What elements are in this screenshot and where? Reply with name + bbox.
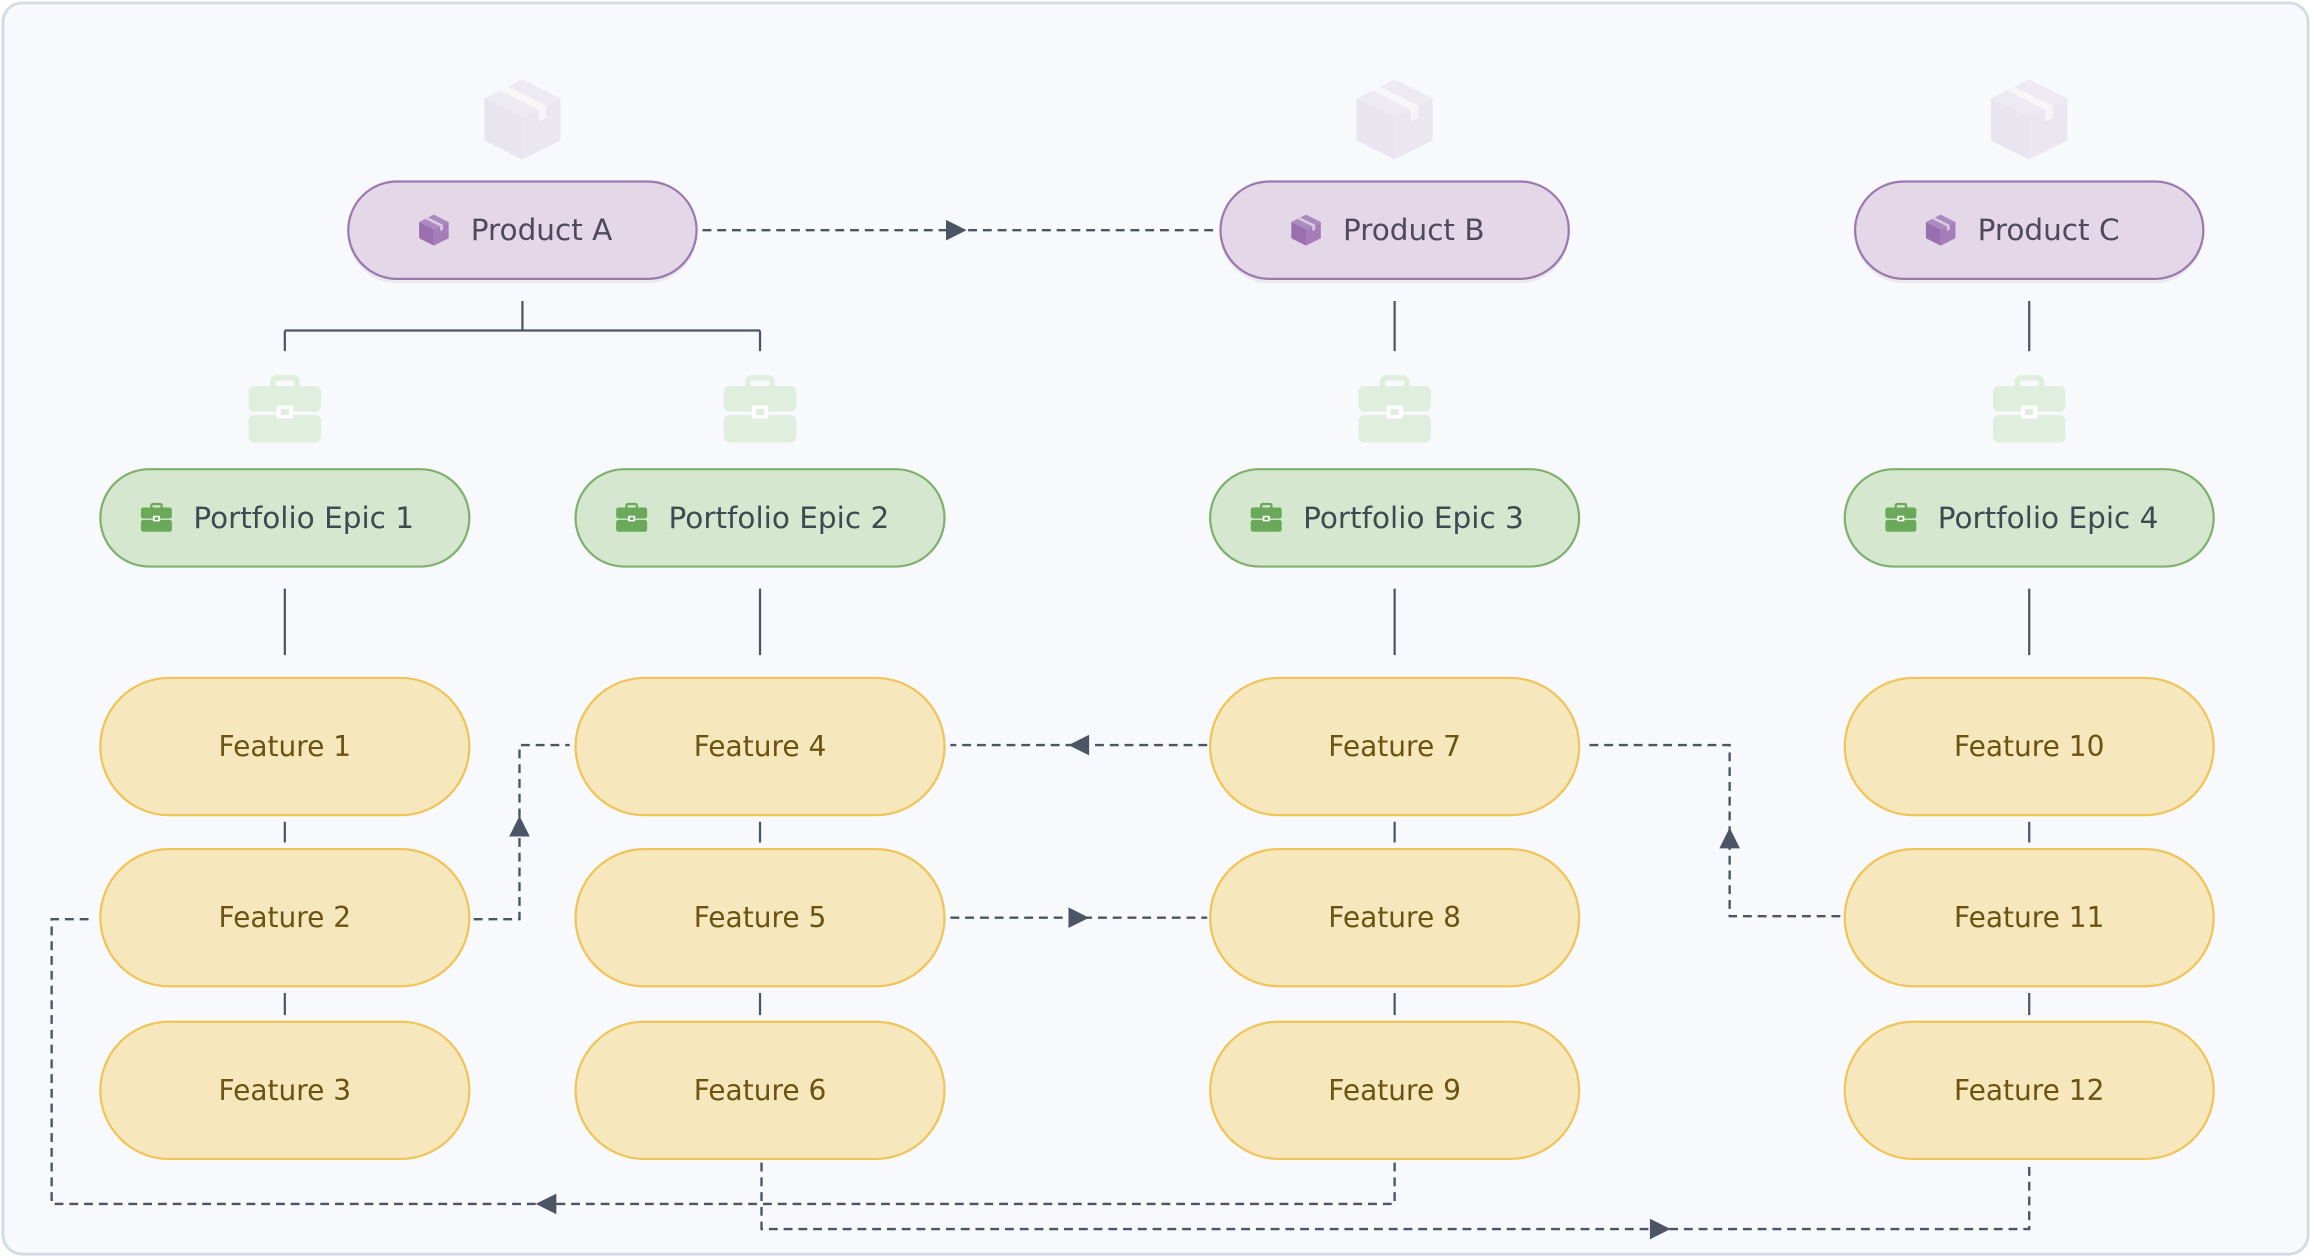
feature-node-feature-1[interactable]: Feature 1 [99, 676, 471, 817]
briefcase-icon [614, 502, 649, 534]
dependency-feature-5-to-feature-8-arrowhead [1068, 907, 1090, 929]
feature-label: Feature 8 [1328, 901, 1461, 934]
feature-node-feature-4[interactable]: Feature 4 [574, 676, 946, 817]
feature-node-feature-6[interactable]: Feature 6 [574, 1020, 946, 1161]
dependency-feature-9-to-feature-2-arrowhead [535, 1193, 557, 1215]
feature-label: Feature 5 [694, 901, 827, 934]
product-label: Product C [1978, 213, 2120, 247]
product-label: Product B [1343, 213, 1485, 247]
feature-label: Feature 1 [219, 730, 352, 763]
package-icon [1991, 79, 2068, 160]
product-node-product-c[interactable]: Product C [1853, 180, 2205, 284]
package-icon [484, 79, 561, 160]
feature-label: Feature 2 [219, 901, 352, 934]
briefcase-icon [1358, 378, 1430, 443]
dependency-feature-6-to-feature-12 [760, 1162, 2031, 1231]
feature-label: Feature 11 [1954, 901, 2104, 934]
product-node-product-a[interactable]: Product A [347, 180, 698, 284]
product-label: Product A [471, 213, 613, 247]
epic-node-epic-1[interactable]: Portfolio Epic 1 [99, 468, 471, 568]
feature-node-feature-7[interactable]: Feature 7 [1209, 676, 1581, 817]
dependency-product-a-to-product-b-arrowhead [945, 219, 967, 241]
briefcase-icon [1884, 502, 1918, 534]
dependency-feature-11-to-feature-7-arrowhead [1719, 827, 1740, 849]
epic-node-epic-3[interactable]: Portfolio Epic 3 [1209, 468, 1581, 568]
epic-label: Portfolio Epic 4 [1938, 501, 2159, 535]
epic-label: Portfolio Epic 1 [193, 501, 414, 535]
dependency-feature-9-to-feature-2 [50, 917, 1396, 1206]
feature-node-feature-10[interactable]: Feature 10 [1843, 676, 2215, 817]
hierarchy-connector-product-a [283, 300, 762, 352]
product-node-product-b[interactable]: Product B [1219, 180, 1570, 284]
briefcase-icon [724, 378, 796, 443]
node-layer: Product A Product B Product C Portfolio Epi… [99, 180, 2215, 1161]
feature-node-feature-8[interactable]: Feature 8 [1209, 847, 1581, 988]
briefcase-icon [1993, 378, 2065, 443]
feature-label: Feature 12 [1954, 1074, 2104, 1107]
package-icon [1356, 79, 1433, 160]
briefcase-icon [249, 378, 321, 443]
feature-label: Feature 7 [1328, 730, 1461, 763]
briefcase-icon [1249, 502, 1284, 534]
feature-node-feature-9[interactable]: Feature 9 [1209, 1020, 1581, 1161]
dependency-feature-2-to-feature-4-arrowhead [509, 815, 530, 837]
epic-label: Portfolio Epic 3 [1303, 501, 1524, 535]
epic-node-epic-4[interactable]: Portfolio Epic 4 [1843, 468, 2215, 568]
epic-label: Portfolio Epic 2 [669, 501, 890, 535]
feature-node-feature-3[interactable]: Feature 3 [99, 1020, 471, 1161]
briefcase-icon [139, 502, 174, 534]
feature-label: Feature 10 [1954, 730, 2104, 763]
feature-label: Feature 6 [694, 1074, 827, 1107]
dependency-feature-7-to-feature-4-arrowhead [1068, 734, 1090, 756]
feature-node-feature-5[interactable]: Feature 5 [574, 847, 946, 988]
feature-label: Feature 9 [1328, 1074, 1461, 1107]
feature-node-feature-2[interactable]: Feature 2 [99, 847, 471, 988]
dependency-feature-6-to-feature-12-arrowhead [1649, 1218, 1671, 1240]
feature-label: Feature 3 [219, 1074, 352, 1107]
feature-label: Feature 4 [694, 730, 827, 763]
epic-node-epic-2[interactable]: Portfolio Epic 2 [574, 468, 946, 568]
feature-node-feature-12[interactable]: Feature 12 [1843, 1020, 2215, 1161]
dependency-feature-11-to-feature-7 [1583, 743, 1841, 918]
feature-node-feature-11[interactable]: Feature 11 [1843, 847, 2215, 988]
connector-layer [50, 219, 2031, 1240]
